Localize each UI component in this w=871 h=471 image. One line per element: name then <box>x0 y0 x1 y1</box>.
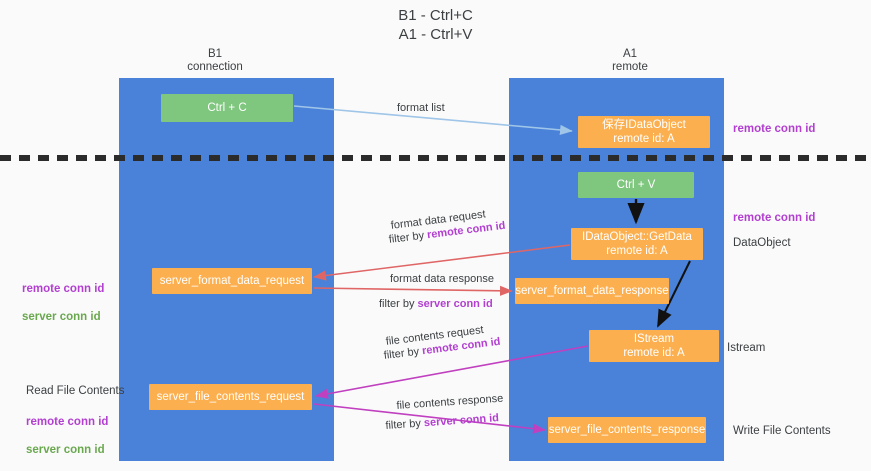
filter-key-server-conn-id: server conn id <box>417 298 493 310</box>
filter-by-text: filter by <box>379 298 418 310</box>
page-title: B1 - Ctrl+C A1 - Ctrl+V <box>398 7 473 43</box>
annotation-read-file-contents: Read File Contents <box>26 385 125 397</box>
node-server-file-contents-request[interactable]: server_file_contents_request <box>149 384 312 410</box>
annotation-conn-ids-file: remote conn id server conn id <box>26 401 108 471</box>
node-ctrl-v[interactable]: Ctrl + V <box>578 172 694 198</box>
annotation-remote-conn-id-left: remote conn id <box>22 283 105 295</box>
node-idataobject-getdata[interactable]: IDataObject::GetData remote id: A <box>571 228 703 260</box>
edge-label-format-data-response: format data response <box>390 273 494 285</box>
node-server-format-data-request[interactable]: server_format_data_request <box>152 268 312 294</box>
edge-label-file-contents-response-filter: filter by server conn id <box>385 411 499 433</box>
annotation-remote-conn-id-left-2: remote conn id <box>26 416 109 428</box>
node-server-file-contents-response[interactable]: server_file_contents_response <box>548 417 706 443</box>
edge-label-format-list: format list <box>397 102 445 114</box>
annotation-remote-conn-id-top: remote conn id <box>733 123 816 135</box>
annotation-write-file-contents: Write File Contents <box>733 425 831 437</box>
node-server-format-data-response[interactable]: server_format_data_response <box>515 278 669 304</box>
column-header-a1: A1 remote <box>612 48 648 73</box>
filter-by-text: filter by <box>388 229 428 246</box>
annotation-dataobject: DataObject <box>733 237 791 249</box>
node-ctrl-c[interactable]: Ctrl + C <box>161 94 293 122</box>
annotation-server-conn-id-left: server conn id <box>22 311 101 323</box>
column-header-b1: B1 connection <box>187 48 243 73</box>
phase-separator-dashed-line <box>0 155 871 161</box>
annotation-remote-conn-id-mid: remote conn id <box>733 212 816 224</box>
node-idataobject-remote[interactable]: 保存IDataObject remote id: A <box>578 116 710 148</box>
filter-key-server-conn-id: server conn id <box>423 412 500 430</box>
filter-by-text: filter by <box>383 345 423 362</box>
edge-label-file-contents-response: file contents response <box>396 392 504 412</box>
annotation-conn-ids-format: remote conn id server conn id <box>22 268 104 338</box>
edge-label-format-data-response-filter: filter by server conn id <box>379 297 493 311</box>
annotation-server-conn-id-left-2: server conn id <box>26 444 105 456</box>
filter-by-text: filter by <box>385 417 425 432</box>
annotation-istream: Istream <box>727 342 766 354</box>
node-istream-remote[interactable]: IStream remote id: A <box>589 330 719 362</box>
